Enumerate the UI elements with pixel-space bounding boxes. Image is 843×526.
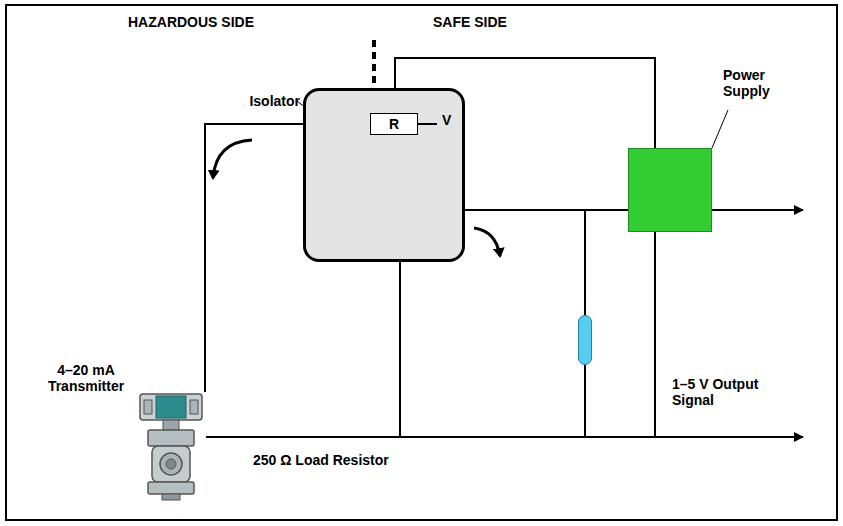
transmitter: 4–20 mA Transmitter [140, 392, 206, 500]
wire [206, 262, 400, 437]
isolator-box: IsolatorR [303, 88, 465, 262]
node-label: Isolator [236, 93, 300, 109]
current-arrow [474, 228, 500, 256]
node-label: 250 Ω Load Resistor [253, 452, 389, 468]
divider-line [372, 40, 376, 84]
side-label: HAZARDOUS SIDE [128, 14, 254, 30]
transmitter-illustration [140, 394, 202, 500]
node-label: Power Supply [723, 67, 781, 99]
wire [206, 232, 655, 437]
leader-line [712, 110, 728, 148]
resistor-box: R [370, 113, 418, 135]
signal-label: 1–5 V Output Signal [672, 376, 784, 408]
power-supply-box: Power Supply [628, 148, 712, 232]
voltage-label: V [442, 112, 451, 128]
frame [6, 5, 837, 520]
node-label: R [389, 116, 399, 132]
side-label: SAFE SIDE [433, 14, 507, 30]
output-wire [655, 436, 803, 438]
load-resistor: 250 Ω Load Resistor [578, 315, 592, 365]
node-label: 4–20 mA Transmitter [36, 362, 136, 394]
wire [206, 365, 585, 437]
wire [465, 210, 585, 315]
current-arrow [213, 140, 252, 178]
